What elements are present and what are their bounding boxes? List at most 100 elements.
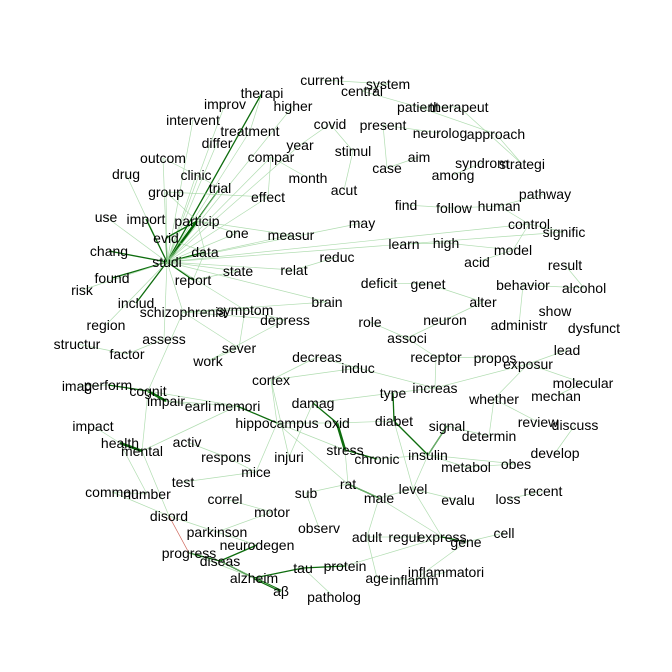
edge-hippocampus-cortex (270, 379, 278, 424)
edge-schizophrenia-depress (182, 311, 286, 321)
edge-impair-earli (165, 400, 199, 407)
edge-studi-import (145, 218, 168, 263)
edge-motor-parkinson (216, 511, 273, 533)
node-label-covid: covid (314, 116, 347, 132)
edge-behavior-administr (518, 284, 524, 326)
edge-human-follow (453, 205, 500, 209)
node-label-therapeut: therapeut (429, 99, 488, 115)
edge-particip-measur (196, 220, 292, 236)
node-label-molecular: molecular (553, 375, 614, 391)
node-label-genet: genet (410, 276, 445, 292)
edge-mental-disord (141, 450, 170, 517)
node-label-loss: loss (496, 491, 521, 507)
edge-studi-year (166, 144, 301, 263)
node-label-mental: mental (121, 443, 163, 459)
edge-stimul-acut (343, 150, 354, 191)
node-label-disord: disord (150, 508, 188, 524)
node-label-result: result (548, 257, 582, 273)
edge-studi-signific (166, 231, 565, 263)
edge-whether-review (493, 398, 539, 423)
node-label-therapi: therapi (241, 85, 284, 101)
node-label-aim: aim (408, 149, 431, 165)
node-label-particip: particip (174, 213, 219, 229)
edge-progress-alzheim (188, 552, 255, 579)
node-label-common: common (85, 484, 139, 500)
edge-correl-motor (224, 498, 273, 513)
edge-studi-treatment (166, 130, 251, 263)
edge-express-gene (441, 536, 467, 543)
node-label-receptor: receptor (410, 349, 462, 365)
node-label-diabet: diabet (375, 413, 413, 429)
edge-age-inflamm (376, 577, 415, 581)
node-label-depress: depress (260, 312, 310, 328)
edge-inflamm-gene (413, 541, 467, 581)
edge-loss-recent (507, 490, 544, 500)
node-label-chang: chang (90, 243, 128, 259)
node-label-differ: differ (202, 135, 233, 151)
node-label-regul: regul (388, 529, 419, 545)
node-label-age: age (365, 570, 389, 586)
node-label-recent: recent (524, 483, 563, 499)
node-label-injuri: injuri (274, 449, 304, 465)
node-label-discuss: discuss (552, 417, 599, 433)
edge-particip-one (196, 220, 238, 234)
edge-compar-month (270, 156, 309, 179)
node-label-memori: memori (214, 398, 261, 414)
node-label-intervent: intervent (166, 112, 220, 128)
edge-schizophrenia-cognit (147, 311, 184, 392)
node-label-syndrom: syndrom (455, 155, 509, 171)
node-label-insulin: insulin (408, 447, 448, 463)
node-label-patient: patient (397, 99, 439, 115)
edge-studi-effect (166, 196, 269, 263)
node-label-observ: observ (298, 520, 340, 536)
node-label-sever: sever (222, 340, 257, 356)
node-label-earli: earli (185, 398, 211, 414)
node-label-region: region (87, 317, 126, 333)
edge-cortex-decreas (270, 356, 318, 381)
edge-layer (76, 79, 585, 598)
node-label-structur: structur (54, 336, 101, 352)
node-label-learn: learn (388, 236, 419, 252)
edge-insulin-obes (427, 454, 517, 465)
node-label-compar: compar (248, 149, 295, 165)
edge-discuss-develop (554, 424, 576, 454)
edge-insulin-metabol (427, 454, 467, 468)
edge-disord-progress (168, 515, 190, 554)
edge-reduc-relat (293, 256, 338, 271)
edge-case-aim (386, 156, 420, 169)
edge-clinic-trial (195, 174, 221, 189)
node-label-whether: whether (468, 391, 519, 407)
node-label-behavior: behavior (496, 277, 550, 293)
edge-approach-strategi (495, 133, 523, 165)
node-label-gene: gene (450, 534, 481, 550)
edge-oxid-damag (312, 402, 338, 424)
node-label-health: health (101, 435, 139, 451)
edge-hippocampus-rat (276, 422, 349, 485)
edge-studi-brain (166, 261, 328, 303)
edge-protein-express (344, 536, 443, 567)
node-label-system: system (366, 76, 410, 92)
node-label-present: present (360, 117, 407, 133)
edge-studi-may (166, 222, 363, 263)
node-label-risk: risk (71, 282, 94, 298)
edge-lead-exposur (527, 349, 568, 365)
node-label-effect: effect (251, 189, 285, 205)
edge-disord-parkinson (168, 515, 218, 533)
node-label-associ: associ (387, 330, 427, 346)
node-label-administr: administr (491, 317, 548, 333)
node-label-treatment: treatment (220, 123, 279, 139)
node-label-reduc: reduc (319, 249, 354, 265)
edge-symptom-depress (244, 309, 286, 321)
edge-health-mental (119, 441, 143, 453)
node-label-may: may (349, 215, 375, 231)
edge-studi-improv (166, 103, 226, 263)
edge-decreas-induc (316, 356, 359, 369)
edge-age-adult (366, 536, 378, 579)
edge-hippocampus-stress (276, 422, 346, 451)
edge-mechan-molecular (555, 382, 584, 397)
edge-neurodegen-parkinson (216, 531, 258, 546)
edge-particip-group (165, 191, 198, 222)
edge-disord-common (111, 491, 170, 517)
